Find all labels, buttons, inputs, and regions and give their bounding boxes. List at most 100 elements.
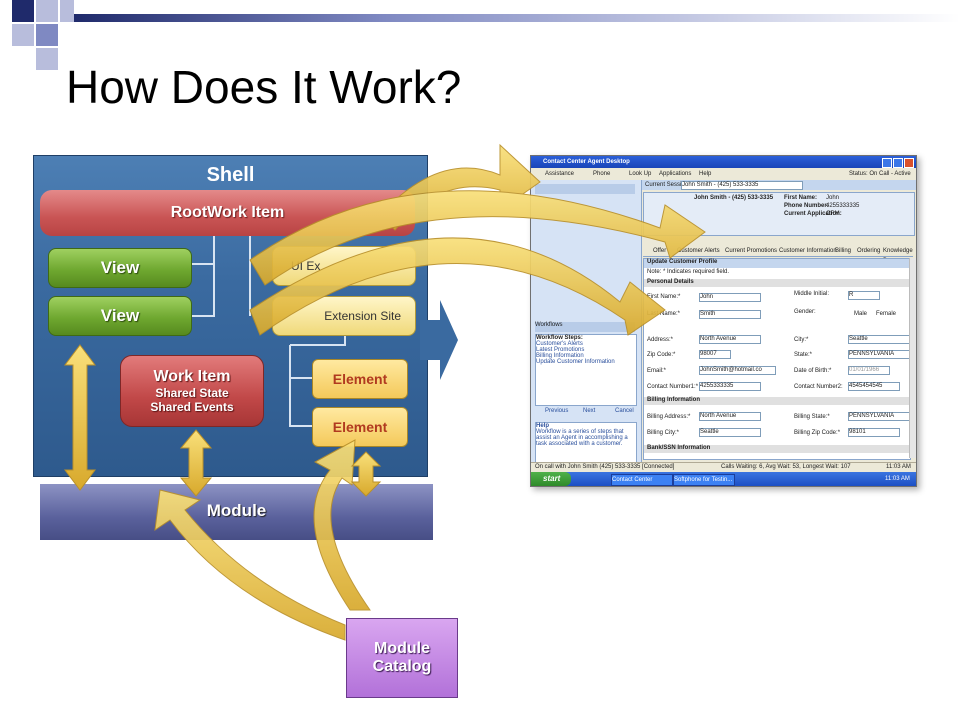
work-item-shared-events: Shared Events — [150, 400, 234, 414]
menu-lookup[interactable]: Look Up — [629, 171, 652, 177]
contact1-label: Contact Number1:* — [647, 384, 699, 390]
form-title: Update Customer Profile — [644, 259, 910, 268]
module-label: Module — [206, 501, 267, 520]
minimize-icon[interactable] — [882, 158, 892, 168]
email-input[interactable]: JohnSmith@hotmail.co — [699, 366, 776, 375]
app-title: Contact Center Agent Desktop — [543, 159, 630, 165]
email-label: Email:* — [647, 368, 667, 374]
billing-city-label: Billing City:* — [647, 430, 680, 436]
tab-billing[interactable]: Billing — [835, 248, 852, 254]
workflow-step[interactable]: Update Customer Information — [536, 359, 615, 365]
menu-assistance[interactable]: Assistance — [545, 171, 575, 177]
first-name-label: First Name:* — [647, 294, 681, 300]
info-application-label: Current Application: — [784, 211, 842, 217]
workflow-tab-label: Workflows — [535, 322, 563, 328]
billing-zip-label: Billing Zip Code:* — [794, 430, 841, 436]
work-item-title: Work Item — [153, 368, 231, 385]
arrow-catalog-to-element — [313, 439, 371, 611]
workflow-step[interactable]: Latest Promotions — [536, 347, 585, 353]
dob-input[interactable]: 01/01/1966 — [848, 366, 890, 375]
app-titlebar: Contact Center Agent Desktop — [531, 156, 916, 168]
arrow-view-to-app — [249, 190, 706, 286]
info-first-name-value: John — [826, 195, 840, 201]
workflow-step[interactable]: Billing Information — [536, 353, 584, 359]
middle-initial-input[interactable]: R — [848, 291, 880, 300]
cancel-button[interactable]: Cancel — [615, 408, 634, 414]
billing-state-label: Billing State:* — [794, 414, 830, 420]
start-button[interactable]: start — [531, 472, 571, 486]
tab-current-promotions[interactable]: Current Promotions — [725, 248, 778, 254]
address-input[interactable]: North Avenue — [699, 335, 761, 344]
taskbar-clock: 11:03 AM — [885, 476, 910, 482]
info-first-name-label: First Name: — [784, 195, 818, 201]
flow-arrow-blue — [420, 300, 458, 380]
app-screenshot: Contact Center Agent Desktop Assistance … — [530, 155, 917, 487]
element-box: Element — [312, 407, 408, 447]
zip-label: Zip Code:* — [647, 352, 676, 358]
section-billing: Billing Information — [644, 397, 910, 405]
tab-customer-information[interactable]: Customer Information — [779, 248, 837, 254]
header-square-light — [12, 24, 34, 46]
scrollbar[interactable] — [909, 258, 916, 458]
header-square-dark — [12, 0, 34, 22]
info-application-value: CRM — [826, 211, 840, 217]
taskbar: start Contact Center Agen... Softphone f… — [531, 472, 916, 486]
element-box: Element — [312, 359, 408, 399]
info-phone-label: Phone Number: — [784, 203, 829, 209]
maximize-icon[interactable] — [893, 158, 903, 168]
double-arrow-view-module — [64, 344, 96, 491]
tab-customer-alerts[interactable]: Customer Alerts — [677, 248, 720, 254]
taskbar-item[interactable]: Contact Center Agen... — [611, 474, 673, 486]
menu-applications[interactable]: Applications — [659, 171, 692, 177]
billing-address-input[interactable]: North Avenue — [699, 412, 761, 421]
required-note: Note: * Indicates required field. — [647, 269, 730, 275]
shell-label: Shell — [206, 164, 255, 186]
double-arrow-workitem-module — [179, 429, 213, 497]
module-catalog: Module Catalog — [346, 618, 458, 698]
last-name-input[interactable]: Smith — [699, 310, 761, 319]
workflow-nav: Previous Next Cancel — [535, 408, 635, 418]
app-status-bar: On call with John Smith (425) 533-3335 [… — [531, 462, 916, 472]
header-square-light — [36, 48, 58, 70]
slide-title: How Does It Work? — [66, 61, 462, 113]
first-name-input[interactable]: John — [699, 293, 761, 302]
contact1-input[interactable]: 4255333335 — [699, 382, 761, 391]
menu-phone[interactable]: Phone — [593, 171, 611, 177]
info-phone-value: 4255333335 — [826, 203, 860, 209]
next-button[interactable]: Next — [583, 408, 596, 414]
view-box: View — [48, 296, 192, 336]
form-panel: Update Customer Profile Note: * Indicate… — [643, 258, 911, 460]
arrow-catalog-to-module — [154, 489, 346, 641]
tab-ordering[interactable]: Ordering — [857, 248, 881, 254]
status-time: 11:03 AM — [886, 464, 911, 470]
work-item: Work Item Shared State Shared Events — [120, 355, 264, 427]
tab-offer[interactable]: Offer — [653, 248, 667, 254]
double-arrow-element-module — [350, 451, 382, 497]
header-square-light — [36, 0, 58, 22]
current-session-label: Current Session: — [645, 182, 690, 188]
window-controls — [881, 158, 914, 173]
current-session-select[interactable]: John Smith - (425) 533-3335 — [681, 181, 803, 190]
workflow-tab[interactable]: Workflows — [535, 322, 635, 332]
zip-select[interactable]: 98007 — [699, 350, 731, 359]
menu-help[interactable]: Help — [699, 171, 712, 177]
gender-female-radio[interactable]: Female — [876, 311, 897, 317]
gender-male-radio[interactable]: Male — [854, 311, 868, 317]
state-label: State:* — [794, 352, 813, 358]
address-label: Address:* — [647, 337, 674, 343]
billing-city-input[interactable]: Seattle — [699, 428, 761, 437]
module-catalog-line1: Module — [374, 640, 430, 657]
dob-label: Date of Birth:* — [794, 368, 832, 374]
view-box: View — [48, 248, 192, 288]
previous-button[interactable]: Previous — [545, 408, 569, 414]
section-personal: Personal Details — [644, 279, 910, 287]
middle-initial-label: Middle Initial: — [794, 291, 830, 297]
billing-zip-input[interactable]: 98101 — [848, 428, 900, 437]
workflow-step[interactable]: Customer's Alerts — [536, 341, 583, 347]
header-square-light — [60, 0, 74, 22]
sessions-header — [535, 184, 635, 194]
contact2-input[interactable]: 4545454545 — [848, 382, 900, 391]
taskbar-item[interactable]: Softphone for Testin... — [673, 474, 735, 486]
status-right: Calls Waiting: 6, Avg Wait: 53, Longest … — [721, 464, 851, 470]
close-icon[interactable] — [904, 158, 914, 168]
